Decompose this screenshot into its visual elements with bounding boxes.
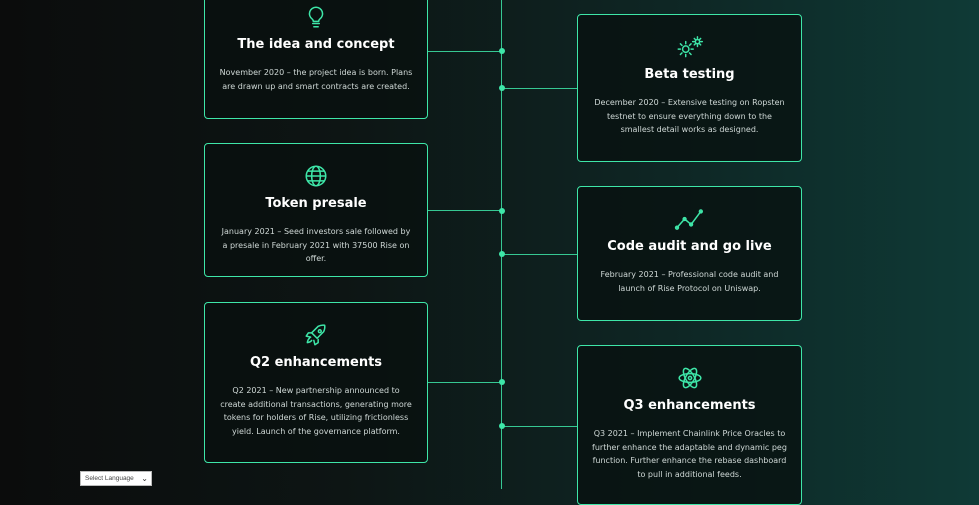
card-title: Token presale bbox=[265, 196, 367, 211]
timeline-card-q2: Q2 enhancements Q2 2021 – New partnershi… bbox=[204, 302, 428, 463]
timeline-connector bbox=[502, 426, 577, 427]
rocket-icon bbox=[219, 321, 413, 349]
timeline-connector bbox=[502, 88, 577, 89]
card-title: Code audit and go live bbox=[607, 239, 772, 254]
timeline-dot bbox=[499, 379, 505, 385]
card-description: Q3 2021 – Implement Chainlink Price Orac… bbox=[592, 429, 787, 479]
card-description: December 2020 – Extensive testing on Rop… bbox=[594, 98, 785, 134]
card-description: February 2021 – Professional code audit … bbox=[600, 270, 779, 293]
gears-icon bbox=[592, 33, 787, 61]
timeline-line bbox=[501, 0, 502, 489]
card-description: November 2020 – the project idea is born… bbox=[219, 68, 413, 91]
card-title: Beta testing bbox=[644, 67, 735, 82]
card-title: Q2 enhancements bbox=[249, 355, 383, 370]
timeline-dot bbox=[499, 423, 505, 429]
line-chart-icon bbox=[592, 205, 787, 233]
globe-icon bbox=[219, 162, 413, 190]
language-select[interactable]: Select Language ⌄ bbox=[80, 471, 152, 486]
timeline-connector bbox=[428, 51, 501, 52]
timeline-dot bbox=[499, 251, 505, 257]
timeline-connector bbox=[502, 254, 577, 255]
timeline-dot bbox=[499, 48, 505, 54]
atom-icon bbox=[592, 364, 787, 392]
card-title: The idea and concept bbox=[237, 37, 395, 52]
timeline-connector bbox=[428, 382, 501, 383]
timeline-card-idea: The idea and concept November 2020 – the… bbox=[204, 0, 428, 119]
language-select-label: Select Language bbox=[85, 475, 134, 482]
timeline-card-audit: Code audit and go live February 2021 – P… bbox=[577, 186, 802, 321]
timeline-card-q3: Q3 enhancements Q3 2021 – Implement Chai… bbox=[577, 345, 802, 505]
timeline-dot bbox=[499, 85, 505, 91]
timeline-dot bbox=[499, 208, 505, 214]
card-description: Q2 2021 – New partnership announced to c… bbox=[220, 386, 412, 436]
timeline-card-beta: Beta testing December 2020 – Extensive t… bbox=[577, 14, 802, 162]
card-description: January 2021 – Seed investors sale follo… bbox=[221, 227, 411, 263]
chevron-down-icon: ⌄ bbox=[141, 474, 148, 483]
lightbulb-icon bbox=[219, 3, 413, 31]
timeline-card-presale: Token presale January 2021 – Seed invest… bbox=[204, 143, 428, 277]
card-title: Q3 enhancements bbox=[623, 398, 756, 413]
timeline-connector bbox=[428, 210, 501, 211]
